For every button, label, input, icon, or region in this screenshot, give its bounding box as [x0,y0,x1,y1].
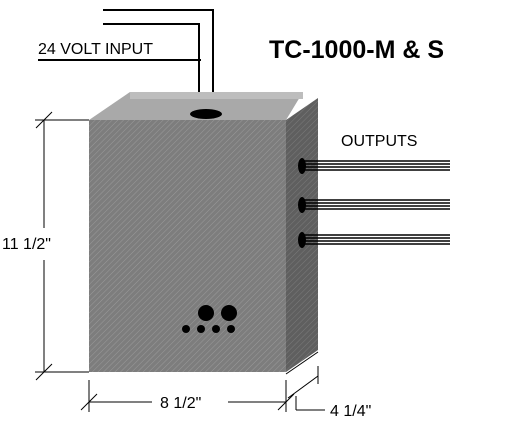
input-wire-hole [190,109,222,119]
width-dimension [80,380,295,412]
model-title: TC-1000-M & S [269,36,444,64]
depth-dimension [285,351,325,411]
enclosure-top-rim [130,92,303,99]
small-hole-4 [227,325,235,333]
output-connector-3 [298,232,450,248]
width-label: 8 1/2" [160,395,201,412]
output-connector-2 [298,197,450,213]
front-panel-holes [182,305,237,333]
input-wires [38,9,214,114]
enclosure-front-face [89,120,286,372]
height-label: 11 1/2" [2,236,51,253]
depth-label: 4 1/4" [330,403,371,420]
small-hole-2 [197,325,205,333]
large-hole-2 [221,305,237,321]
input-label: 24 VOLT INPUT [38,41,153,58]
height-dimension [35,111,89,381]
small-hole-1 [182,325,190,333]
outputs-label: OUTPUTS [341,133,417,150]
small-hole-3 [212,325,220,333]
output-connector-1 [298,158,450,174]
large-hole-1 [198,305,214,321]
